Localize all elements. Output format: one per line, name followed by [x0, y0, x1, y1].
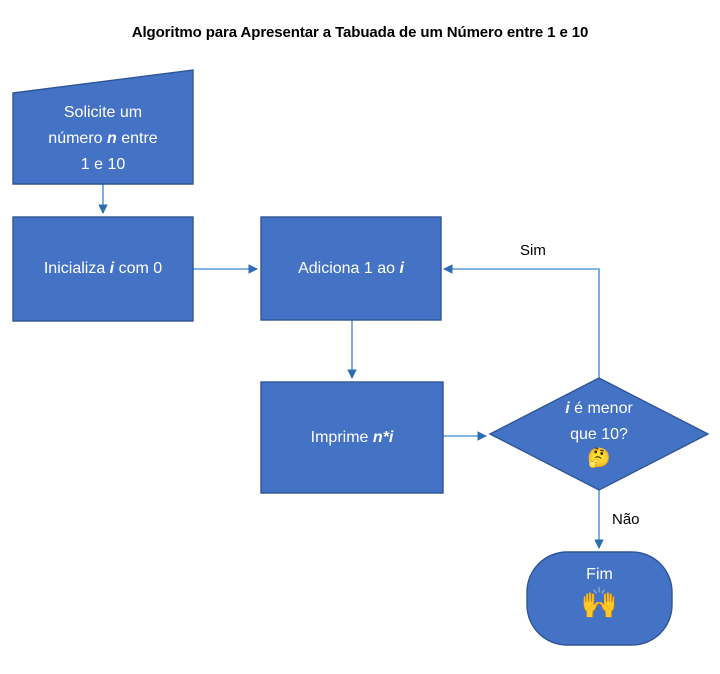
edge-label-sim: Sim: [520, 242, 546, 259]
shape-increment-process[interactable]: [260, 216, 442, 321]
edge-decision-yes-to-increment: [443, 264, 600, 378]
shape-decision-diamond[interactable]: [488, 377, 710, 491]
shape-input-trapezoid[interactable]: [12, 69, 194, 185]
shape-init-process[interactable]: [12, 216, 194, 322]
page-title: Algoritmo para Apresentar a Tabuada de u…: [131, 24, 589, 41]
shape-print-process[interactable]: [260, 381, 444, 494]
edge-label-nao: Não: [612, 511, 640, 528]
shape-end-terminator[interactable]: [526, 551, 673, 646]
connectors: [98, 184, 604, 549]
